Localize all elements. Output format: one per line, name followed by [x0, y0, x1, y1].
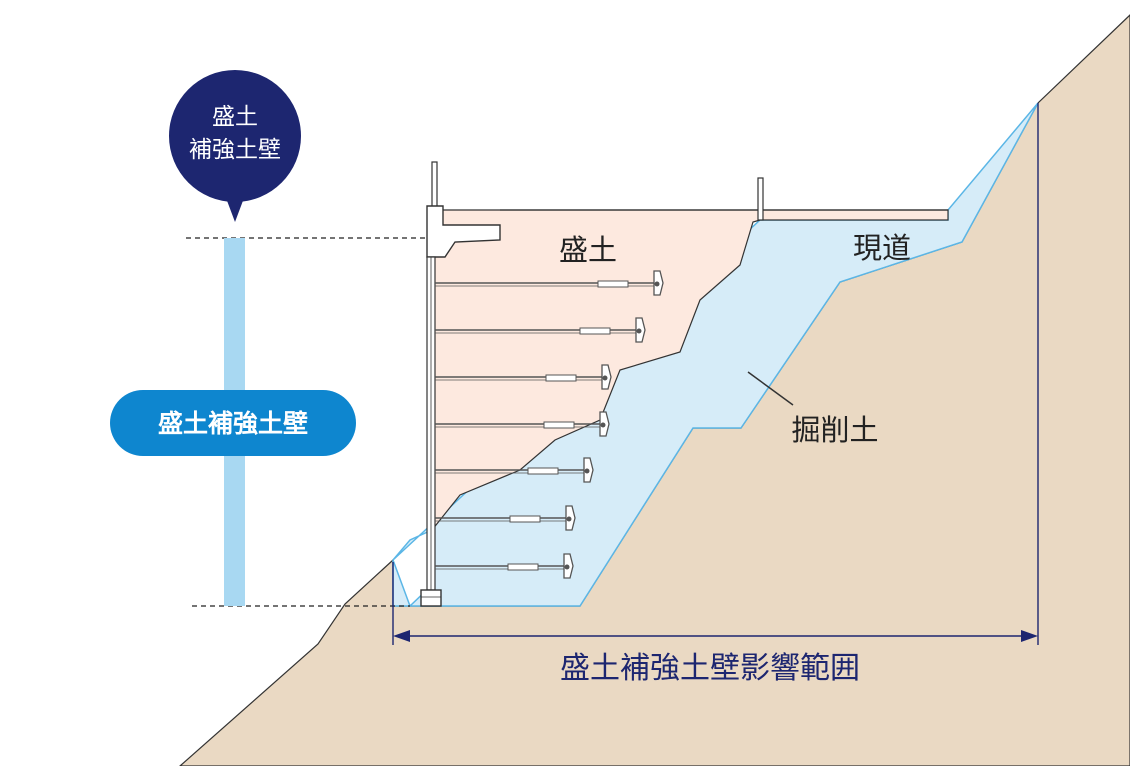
anchor-group	[435, 270, 664, 579]
range-arrow-right	[1021, 630, 1038, 642]
fill-body	[431, 209, 949, 532]
callout-bubble	[169, 70, 301, 202]
wall-type-pill	[110, 390, 356, 456]
anchor-nut	[600, 422, 606, 428]
anchor-nut	[654, 281, 660, 287]
anchor-coupler	[543, 421, 575, 429]
wall-type-pill-label: 盛土補強土壁	[158, 409, 308, 438]
callout-bubble-tail	[226, 198, 244, 222]
callout-bubble-line1: 盛土	[212, 104, 258, 130]
anchor-coupler	[527, 467, 559, 475]
anchor-nut	[564, 564, 570, 570]
anchor-coupler	[507, 563, 539, 571]
anchor-nut	[584, 468, 590, 474]
anchor-coupler	[509, 515, 541, 523]
wall-foundation	[420, 589, 442, 607]
anchor-coupler	[545, 374, 577, 382]
excavation-leader-line	[747, 371, 794, 406]
excavation-label: 掘削土	[791, 413, 878, 447]
anchor-coupler	[597, 280, 629, 288]
influence-range-label: 盛土補強土壁影響範囲	[560, 651, 860, 686]
anchor-nut	[602, 375, 608, 381]
anchor-nut	[636, 328, 642, 334]
anchor-nut	[566, 516, 572, 522]
range-arrow-left	[393, 630, 410, 642]
guard-post-left	[431, 161, 438, 213]
guard-post-right	[757, 177, 764, 221]
road-label: 現道	[853, 231, 911, 265]
fill-label: 盛土	[559, 233, 617, 267]
anchor-coupler	[579, 327, 611, 335]
callout-bubble-line2: 補強土壁	[189, 137, 281, 163]
